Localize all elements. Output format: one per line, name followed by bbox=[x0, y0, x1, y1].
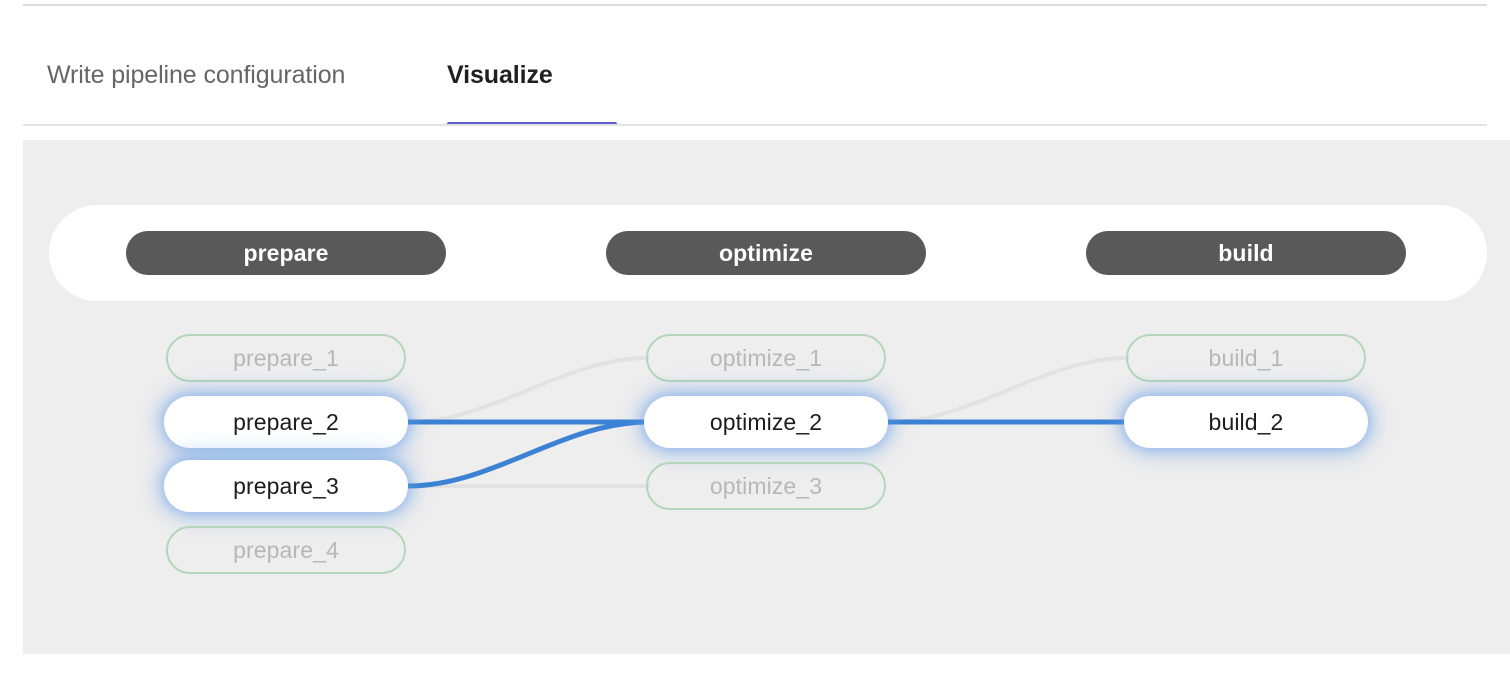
tab-bar-underline bbox=[23, 124, 1487, 126]
node-label: prepare_1 bbox=[233, 344, 339, 371]
stage-pill-prepare[interactable]: prepare bbox=[126, 231, 446, 275]
stage-pill-optimize[interactable]: optimize bbox=[606, 231, 926, 275]
pipeline-node-prepare_1[interactable]: prepare_1 bbox=[166, 334, 406, 382]
node-label: optimize_2 bbox=[709, 408, 823, 435]
stage-label: optimize bbox=[718, 239, 814, 266]
node-label: prepare_3 bbox=[233, 472, 339, 499]
pipeline-nodes: prepare_1 prepare_2 prepare_3 prepare_4 opti… bbox=[23, 140, 1510, 654]
node-label: prepare_4 bbox=[233, 536, 339, 563]
tab-label: Write pipeline configuration bbox=[47, 61, 346, 89]
pipeline-node-optimize_3[interactable]: optimize_3 bbox=[646, 462, 886, 510]
pipeline-node-build_2[interactable]: build_2 bbox=[1126, 398, 1366, 446]
pipeline-node-optimize_2[interactable]: optimize_2 bbox=[646, 398, 886, 446]
top-divider bbox=[23, 4, 1487, 6]
stage-label: build bbox=[1218, 239, 1274, 266]
pipeline-node-prepare_2[interactable]: prepare_2 bbox=[166, 398, 406, 446]
node-label: prepare_2 bbox=[233, 408, 339, 435]
stage-header-bar: prepare optimize build bbox=[49, 205, 1487, 301]
node-label: optimize_1 bbox=[709, 344, 823, 371]
node-label: build_1 bbox=[1208, 344, 1284, 371]
pipeline-node-build_1[interactable]: build_1 bbox=[1126, 334, 1366, 382]
tab-bar: Write pipeline configuration Visualize bbox=[23, 40, 1487, 126]
pipeline-node-optimize_1[interactable]: optimize_1 bbox=[646, 334, 886, 382]
pipeline-node-prepare_3[interactable]: prepare_3 bbox=[166, 462, 406, 510]
stage-label: prepare bbox=[243, 239, 329, 266]
tab-label: Visualize bbox=[447, 61, 553, 89]
stage-pill-build[interactable]: build bbox=[1086, 231, 1406, 275]
tab-visualize[interactable]: Visualize bbox=[447, 40, 553, 124]
pipeline-node-prepare_4[interactable]: prepare_4 bbox=[166, 526, 406, 574]
node-label: build_2 bbox=[1208, 408, 1284, 435]
tab-write-pipeline-configuration[interactable]: Write pipeline configuration bbox=[47, 40, 345, 124]
node-label: optimize_3 bbox=[709, 472, 823, 499]
